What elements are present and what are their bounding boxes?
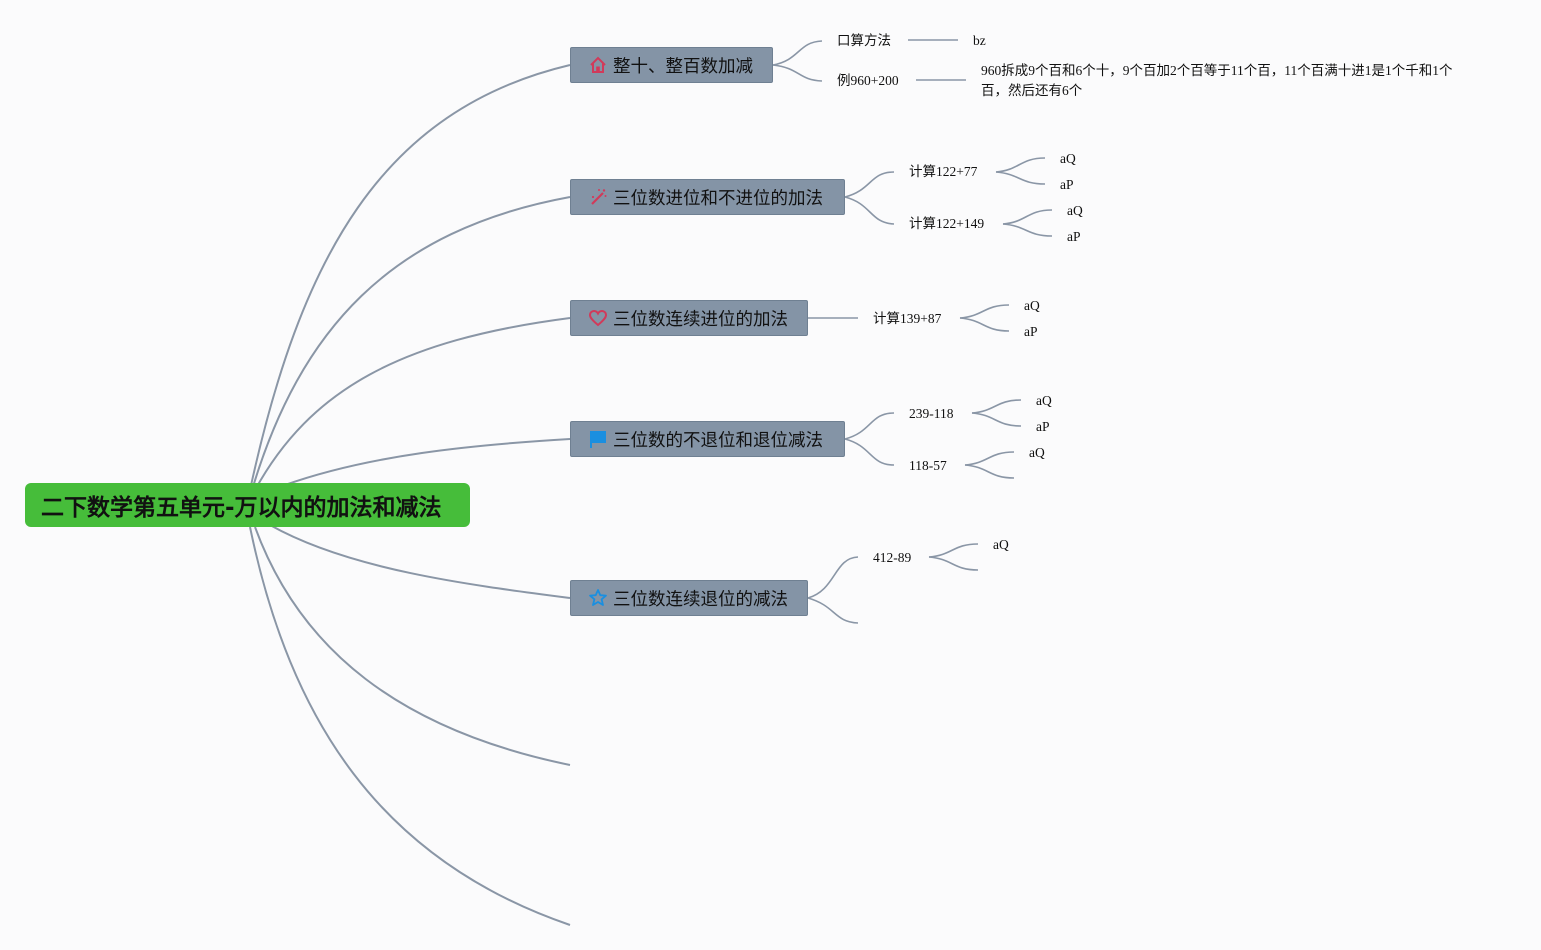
magic-wand-icon <box>587 186 609 208</box>
subtopic-b1-1[interactable]: 口算方法 <box>837 33 891 48</box>
edge-b3-c1-g2 <box>959 317 1010 332</box>
branch-label: 三位数连续进位的加法 <box>613 309 788 330</box>
edge-b5-c2 <box>807 597 859 624</box>
edge-root-branch-1 <box>249 64 571 491</box>
edge-root-empty-1 <box>254 526 571 766</box>
branch-label: 三位数进位和不进位的加法 <box>613 188 823 209</box>
edge-b2-c1-g1 <box>995 157 1046 173</box>
subtopic-b1-2[interactable]: 例960+200 <box>837 73 899 88</box>
edge-b1-c2 <box>772 64 823 82</box>
leaf-b1-2-1[interactable]: 960拆成9个百和6个十，9个百加2个百等于11个百，11个百满十进1是1个千和… <box>981 63 1453 98</box>
edge-b4-c2 <box>844 438 895 466</box>
leaf-b4-1-2[interactable]: aP <box>1036 419 1050 434</box>
edge-root-branch-3 <box>254 317 571 491</box>
star-icon <box>587 587 609 609</box>
edge-b2-c2-g2 <box>1002 223 1053 237</box>
leaf-b2-1-2[interactable]: aP <box>1060 177 1074 192</box>
heart-icon <box>587 307 609 329</box>
branch-topic-5[interactable]: 三位数连续退位的减法 <box>570 580 808 616</box>
edge-b5-c1 <box>807 556 859 599</box>
branch-topic-3[interactable]: 三位数连续进位的加法 <box>570 300 808 336</box>
edge-b5-c1-g2 <box>928 556 979 571</box>
edge-b4-c1-g1 <box>971 399 1022 414</box>
branch-topic-2[interactable]: 三位数进位和不进位的加法 <box>570 179 845 215</box>
edge-b2-c2-g1 <box>1002 209 1053 225</box>
leaf-b3-1-2[interactable]: aP <box>1024 324 1038 339</box>
subtopic-b2-1[interactable]: 计算122+77 <box>909 164 978 179</box>
subtopic-b4-2[interactable]: 118-57 <box>909 458 947 473</box>
edge-root-branch-5 <box>269 524 571 599</box>
branch-label: 三位数的不退位和退位减法 <box>613 430 823 451</box>
subtopic-b2-2[interactable]: 计算122+149 <box>909 216 985 231</box>
subtopic-b4-1[interactable]: 239-118 <box>909 406 954 421</box>
leaf-b4-1-1[interactable]: aQ <box>1036 393 1052 408</box>
edge-b2-c2 <box>844 196 895 225</box>
branch-topic-4[interactable]: 三位数的不退位和退位减法 <box>570 421 845 457</box>
edge-b3-c1-g1 <box>959 304 1010 319</box>
flag-icon <box>587 428 609 450</box>
edge-root-branch-2 <box>251 196 571 491</box>
edge-b4-c1-g2 <box>971 412 1022 427</box>
home-icon <box>587 54 609 76</box>
edge-b5-c1-g1 <box>928 543 979 558</box>
leaf-b4-2-1[interactable]: aQ <box>1029 445 1045 460</box>
leaf-b1-1-1[interactable]: bz <box>973 33 986 48</box>
leaf-b3-1-1[interactable]: aQ <box>1024 298 1040 313</box>
leaf-b2-2-1[interactable]: aQ <box>1067 203 1083 218</box>
branch-topic-1[interactable]: 整十、整百数加减 <box>570 47 773 83</box>
root-topic[interactable]: 二下数学第五单元-万以内的加法和减法 <box>25 483 470 527</box>
subtopic-b3-1[interactable]: 计算139+87 <box>873 311 942 326</box>
edge-root-branch-4 <box>284 438 571 486</box>
leaf-b2-1-1[interactable]: aQ <box>1060 151 1076 166</box>
leaf-b5-1-1[interactable]: aQ <box>993 537 1009 552</box>
branch-label: 整十、整百数加减 <box>613 56 753 77</box>
edge-b1-c1 <box>772 40 823 66</box>
leaf-b2-2-2[interactable]: aP <box>1067 229 1081 244</box>
edge-b2-c1 <box>844 171 895 198</box>
subtopic-b5-1[interactable]: 412-89 <box>873 550 912 565</box>
edge-b2-c1-g2 <box>995 171 1046 185</box>
edge-b4-c2-g1 <box>964 451 1015 466</box>
branch-label: 三位数连续退位的减法 <box>613 589 788 610</box>
edge-b4-c1 <box>844 412 895 440</box>
edge-b4-c2-g2 <box>964 464 1015 479</box>
edge-root-empty-2 <box>249 526 571 926</box>
